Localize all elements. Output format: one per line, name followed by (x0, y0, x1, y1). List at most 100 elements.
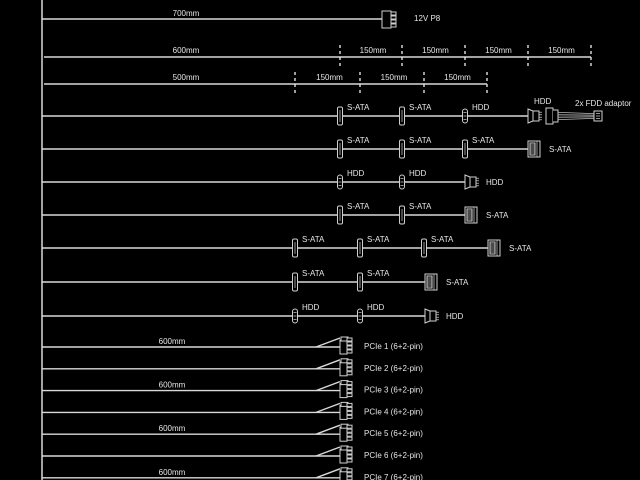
inline-connector-label: S-ATA (367, 269, 390, 278)
inline-connector-label: S-ATA (409, 202, 432, 211)
inline-connector-label: HDD (472, 103, 490, 112)
pcie-cable-2: PCIe 2 (6+2-pin) (42, 358, 423, 377)
pcie-2pin-branch-wire (315, 337, 341, 348)
pcie-connector-6pin-body (339, 361, 348, 377)
pcie-connector-pin (346, 349, 353, 354)
hdd-end-connector-body (532, 110, 540, 122)
fdd-adapter-wire (557, 118, 595, 120)
pcie-connector-pin (346, 337, 353, 342)
inline-connector-label: S-ATA (431, 235, 454, 244)
end-connector-label: HDD (486, 178, 504, 187)
inline-connector-label: HDD (302, 303, 320, 312)
cable-peripheral-3: HDD HDD HDD (42, 169, 504, 190)
pcie-connector-pin (346, 359, 353, 364)
pcie-connector-label: PCIe 7 (6+2-pin) (364, 473, 423, 480)
pcie-connector-pin (346, 341, 353, 346)
hdd-end-connector-body (469, 176, 477, 188)
pcie-length-label: 600mm (159, 381, 186, 390)
inline-connector-label: HDD (409, 169, 427, 178)
hdd-end-connector-flange (424, 308, 431, 324)
pcie-cable-6: PCIe 6 (6+2-pin) (42, 445, 423, 464)
pcie-connector-pin (346, 432, 353, 437)
pcie-connector-pin (346, 428, 353, 433)
pcie-connector-pin (346, 345, 353, 350)
inline-connector-label: S-ATA (472, 136, 495, 145)
pcie-2pin-branch-wire (315, 359, 341, 370)
p8-connector-body (381, 10, 392, 29)
pcie-connector-pin (346, 476, 353, 480)
fdd-adapter-wire (557, 112, 595, 114)
p8-connector-pin (390, 11, 397, 16)
inline-connector-label: S-ATA (347, 202, 370, 211)
end-connector-label: S-ATA (549, 145, 572, 154)
pcie-connector-pin (346, 371, 353, 376)
pcie-2pin-branch-wire (315, 424, 341, 435)
inline-connector-label: HDD (367, 303, 385, 312)
inline-connector-label: HDD (347, 169, 365, 178)
pcie-connector-label: PCIe 2 (6+2-pin) (364, 364, 423, 373)
ruler-length-label: 600mm (173, 46, 200, 55)
inline-connector-label: S-ATA (302, 269, 325, 278)
pcie-connector-pin (346, 381, 353, 386)
inline-connector-label: S-ATA (302, 235, 325, 244)
pcie-connector-pin (346, 472, 353, 477)
pcie-connector-pin (346, 393, 353, 398)
cable-peripheral-4: S-ATA S-ATA S-ATA (42, 202, 509, 225)
inline-connector-label: S-ATA (367, 235, 390, 244)
ruler-segment-label: 150mm (548, 46, 575, 55)
pcie-connector-6pin-body (339, 404, 348, 420)
end-connector-label: S-ATA (486, 211, 509, 220)
end-connector-label: S-ATA (509, 244, 532, 253)
ruler-segment-label: 150mm (444, 73, 471, 82)
inline-connector-label: S-ATA (409, 103, 432, 112)
pcie-connector-label: PCIe 3 (6+2-pin) (364, 386, 423, 395)
p8-connector-pin (390, 23, 397, 28)
pcie-connector-pin (346, 363, 353, 368)
pcie-connector-6pin-body (339, 448, 348, 464)
hdd-end-connector-body (429, 310, 437, 322)
pcie-connector-pin (346, 450, 353, 455)
fdd-adapter-socket (545, 107, 554, 125)
pcie-length-label: 600mm (159, 424, 186, 433)
pcie-connector-label: PCIe 1 (6+2-pin) (364, 342, 423, 351)
ruler-segment-label: 150mm (316, 73, 343, 82)
pcie-connector-pin (346, 367, 353, 372)
pcie-connector-label: PCIe 6 (6+2-pin) (364, 451, 423, 460)
p8-connector-pin (390, 15, 397, 20)
pcie-connector-pin (346, 410, 353, 415)
pcie-2pin-branch-wire (315, 446, 341, 457)
inline-connector-label: S-ATA (347, 136, 370, 145)
pcie-cable-4: PCIe 4 (6+2-pin) (42, 401, 423, 420)
pcie-connector-label: PCIe 5 (6+2-pin) (364, 429, 423, 438)
pcie-connector-pin (346, 402, 353, 407)
pcie-connector-6pin-body (339, 383, 348, 399)
pcie-connector-pin (346, 468, 353, 473)
pcie-connector-pin (346, 406, 353, 411)
hdd-end-connector-flange (464, 174, 471, 190)
ruler-segment-label: 150mm (485, 46, 512, 55)
ruler-segment-label: 150mm (422, 46, 449, 55)
adapter-label: 2x FDD adaptor (575, 99, 632, 108)
hdd-end-connector-flange (527, 108, 534, 124)
ruler-segment-label: 150mm (381, 73, 408, 82)
connector-label: 12V P8 (414, 14, 441, 23)
end-connector-label: HDD (534, 97, 552, 106)
pcie-connector-pin (346, 446, 353, 451)
pcie-connector-pin (346, 436, 353, 441)
pcie-length-label: 600mm (159, 468, 186, 477)
pcie-connector-pin (346, 389, 353, 394)
